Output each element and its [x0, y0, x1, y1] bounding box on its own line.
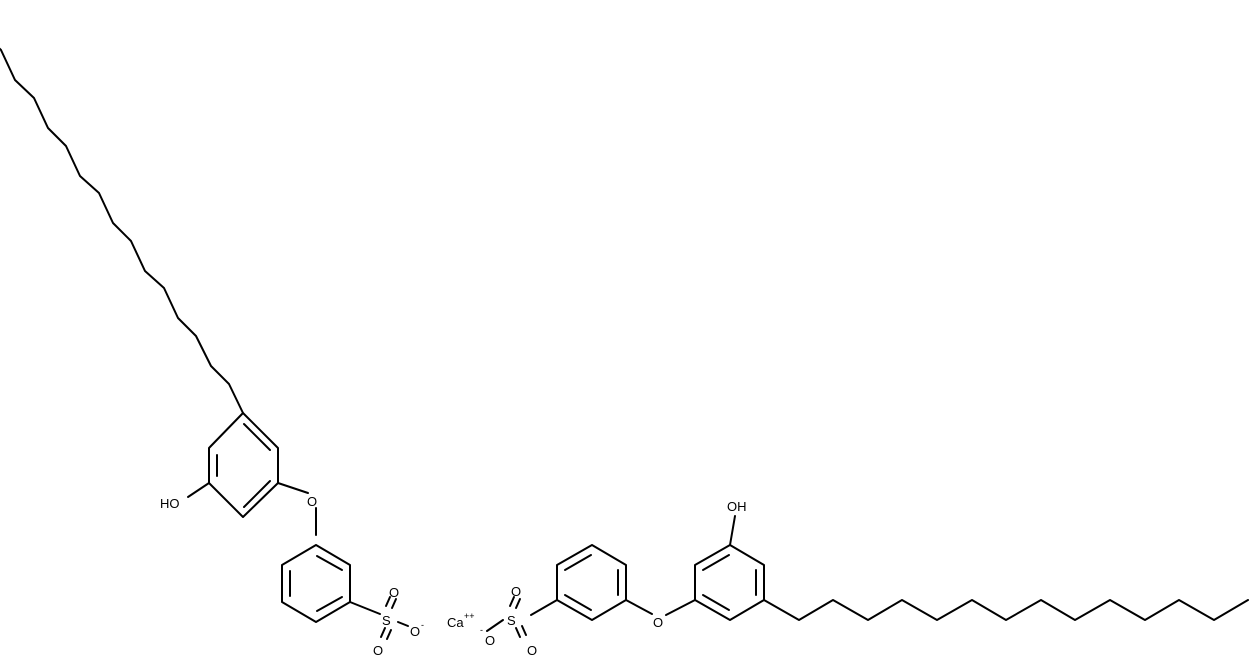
right-s-o-top-bond-a — [509, 596, 515, 607]
right-benz-ring-double-1 — [564, 554, 592, 571]
left-hydroxyl-bond — [187, 482, 210, 498]
right-oxide-s-bond — [486, 619, 504, 632]
left-c-s-bond — [349, 601, 381, 615]
right-oxide-charge: - — [480, 625, 483, 635]
right-hydroxyl-label: OH — [727, 499, 747, 514]
right-sulfur-label: S — [507, 613, 516, 628]
left-ether-oxygen-label: O — [307, 494, 317, 509]
right-phenol-ring-double-3 — [702, 594, 730, 611]
left-anion: HO O S O O O - — [0, 47, 424, 658]
left-ether-bond-a — [277, 482, 309, 494]
right-s-o-bottom-bond-a — [515, 627, 521, 638]
right-ether-oxygen-label: O — [653, 615, 663, 630]
cation-symbol: Ca — [447, 615, 464, 630]
cation-charge: ++ — [464, 611, 475, 621]
left-phenol-ring-double-1 — [243, 423, 271, 451]
left-alkyl-chain — [0, 47, 244, 414]
right-sulfonyl-o-top-label: O — [511, 584, 521, 599]
right-phenol-ring — [694, 544, 765, 621]
left-oxide-label: O — [410, 624, 420, 639]
left-benz-ring-double-2 — [316, 596, 343, 612]
right-alkyl-chain — [763, 599, 1249, 621]
right-benzenesulfonate-ring — [556, 544, 627, 621]
left-sulfonyl-o-bottom-label: O — [373, 643, 383, 658]
right-sulfonyl-o-bottom-label: O — [527, 643, 537, 658]
right-hydroxyl-bond — [729, 515, 736, 546]
right-benz-ring-double-3 — [564, 594, 592, 611]
left-s-o-bottom-bond-b — [386, 629, 392, 640]
right-ether-bond-b — [665, 599, 696, 616]
right-s-o-bottom-bond-b — [521, 625, 527, 636]
left-s-o-top-bond-b — [391, 598, 397, 609]
left-benz-ring-double-1 — [316, 555, 343, 571]
right-anion: - O S O O O OH — [480, 499, 1249, 658]
left-oxide-charge: - — [421, 620, 424, 630]
right-ether-bond-a — [625, 599, 653, 615]
left-phenol-ring-double-2 — [243, 480, 271, 508]
right-phenol-ring-double-1 — [702, 554, 730, 571]
right-s-o-top-bond-b — [515, 598, 521, 609]
left-benzenesulfonate-ring — [281, 544, 351, 623]
right-s-c-bond — [530, 599, 558, 616]
left-sulfonyl-o-top-label: O — [389, 585, 399, 600]
right-oxide-label: O — [485, 633, 495, 648]
left-s-o-top-bond-a — [385, 596, 391, 607]
left-hydroxyl-label: HO — [160, 496, 180, 511]
calcium-cation: Ca ++ — [447, 611, 475, 630]
left-s-o-bottom-bond-a — [380, 627, 386, 638]
left-sulfur-label: S — [382, 613, 391, 628]
left-s-oxide-bond — [397, 621, 409, 627]
left-phenol-ring — [208, 412, 279, 518]
